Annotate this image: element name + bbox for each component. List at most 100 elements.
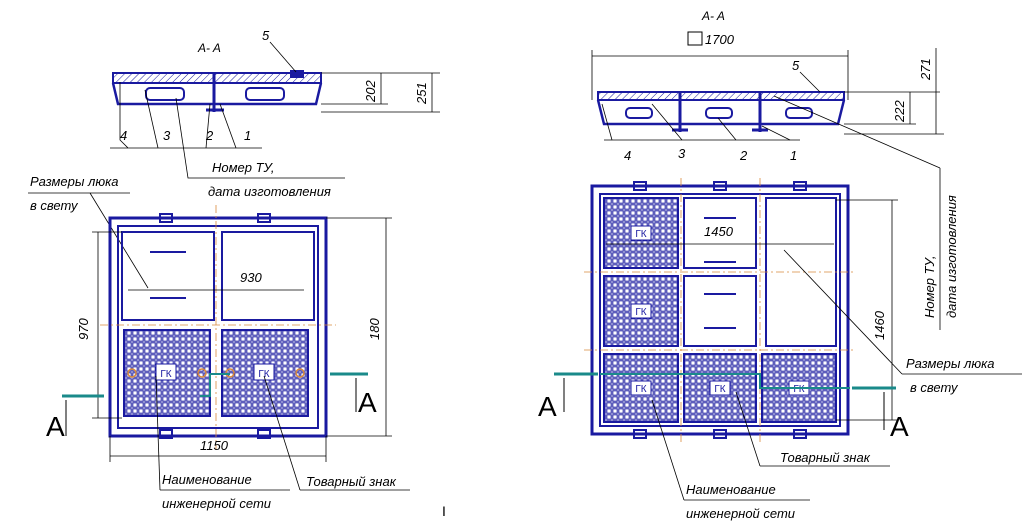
left-lug-top-1: [159, 213, 173, 223]
left-dim-970: 970: [76, 318, 91, 340]
right-mark-box-2: [630, 303, 652, 319]
right-square-size: 1700: [705, 32, 735, 47]
left-lug-bot-2: [257, 429, 271, 439]
right-leader-1: [761, 125, 791, 141]
left-leader-4: [119, 82, 129, 149]
left-leader-1: [219, 103, 237, 149]
right-callout-1: 1: [790, 148, 797, 163]
right-plan-view: ГК ГК ГК ГК ГК 1450 1460 Р: [538, 178, 1022, 521]
right-note-tu-2: дата изготовления: [944, 195, 959, 318]
left-leader-5: [269, 41, 297, 73]
left-grate-1-mark-box: [155, 363, 177, 381]
right-lug-top-2: [713, 181, 727, 191]
right-note-tu-1: Номер ТУ,: [922, 256, 937, 318]
right-lug-bot-2: [713, 429, 727, 439]
left-callout-5: 5: [262, 28, 270, 43]
right-section-top-plate: [597, 91, 845, 101]
right-section-title: A- A: [701, 9, 725, 23]
left-leader-2: [205, 103, 211, 149]
left-dim-930: 930: [240, 270, 262, 285]
left-cut-path: [200, 373, 230, 397]
right-dim-271: 271: [918, 58, 933, 81]
left-leader-3: [144, 89, 159, 149]
right-leader-3: [651, 103, 683, 141]
right-section-body: [596, 99, 846, 126]
right-mark-2: ГК: [635, 307, 646, 318]
left-section-mark-left: A: [46, 411, 65, 442]
left-dim-251: 251: [414, 82, 429, 105]
left-grate-2-mark-box: [253, 363, 275, 381]
right-note-net-1: Наименование: [686, 482, 776, 497]
right-cover-solid-1: [683, 197, 757, 269]
left-section-handle-1: [145, 87, 185, 101]
left-inner-frame: [117, 225, 319, 429]
right-mark-box-3: [630, 380, 652, 396]
roman-numeral: I: [442, 503, 446, 519]
right-mark-5: ГК: [793, 384, 804, 395]
right-note-clear-1: Размеры люка: [906, 356, 995, 371]
right-lug-bot-1: [633, 429, 647, 439]
left-section-body: [111, 82, 323, 106]
right-mark-box-4: [709, 380, 731, 396]
left-section-lug: [290, 70, 304, 78]
left-bolt-1: [127, 368, 137, 378]
right-section-handle-2: [705, 107, 733, 119]
left-plan-view: Размеры люка в свету ГК ГК 930: [28, 174, 410, 511]
left-dim-202: 202: [363, 80, 378, 103]
left-grate-1-mark: ГК: [160, 369, 171, 380]
right-mark-4: ГК: [714, 384, 725, 395]
right-marks: ГК ГК ГК ГК ГК: [630, 225, 810, 396]
right-note-net-2: инженерной сети: [686, 506, 795, 521]
right-leader-net: [651, 399, 685, 501]
right-callout-3: 3: [678, 146, 686, 161]
right-lug-top-1: [633, 181, 647, 191]
right-leader-tu: [773, 95, 941, 169]
right-mark-box-1: [630, 225, 652, 241]
left-lug-bot-1: [159, 429, 173, 439]
right-mark-1: ГК: [635, 229, 646, 240]
left-section-handle-2: [245, 87, 285, 101]
left-callout-2: 2: [205, 128, 214, 143]
right-callout-4: 4: [624, 148, 631, 163]
left-lug-top-2: [257, 213, 271, 223]
left-section-title: A- A: [197, 41, 221, 55]
left-note-net-1: Наименование: [162, 472, 252, 487]
left-leader-net: [155, 375, 161, 491]
right-square-symbol: [687, 31, 703, 46]
left-callout-1: 1: [244, 128, 251, 143]
right-section-view: A- A 1700 222 271 4 3 2 1 5 Н: [591, 9, 959, 330]
right-inner-frame: [599, 193, 841, 427]
left-note-trademark: Товарный знак: [306, 474, 397, 489]
right-lug-top-3: [793, 181, 807, 191]
left-outer-frame: [108, 216, 328, 438]
right-dim-1460: 1460: [872, 310, 887, 340]
left-note-clear-2: в свету: [30, 198, 79, 213]
left-note-tu-2: дата изготовления: [208, 184, 331, 199]
right-leader-clear: [783, 249, 903, 375]
right-leader-5: [799, 71, 821, 93]
left-bolt-2: [197, 368, 207, 378]
left-cover-solid-1: [121, 231, 215, 321]
left-note-tu-1: Номер ТУ,: [212, 160, 274, 175]
right-callout-2: 2: [739, 148, 748, 163]
right-section-handle-3: [785, 107, 813, 119]
left-grate-1: [123, 329, 211, 417]
right-lug-bot-3: [793, 429, 807, 439]
left-section-view: A- A 202 251 4 3 2 1 5 Номер ТУ, дата из…: [110, 28, 440, 199]
right-leader-trademark: [735, 391, 761, 467]
right-leader-2: [717, 117, 737, 141]
right-section-mark-right: A: [890, 411, 909, 442]
left-note-net-2: инженерной сети: [162, 496, 271, 511]
left-dim-180: 180: [367, 318, 382, 340]
left-callout-3: 3: [163, 128, 171, 143]
left-callout-4: 4: [120, 128, 127, 143]
left-dim-1150: 1150: [200, 438, 229, 453]
right-section-mark-left: A: [538, 391, 557, 422]
left-leader-tu: [175, 97, 345, 179]
left-leader-trademark: [263, 375, 301, 491]
right-note-clear-2: в свету: [910, 380, 959, 395]
right-cover-solid-2: [683, 275, 757, 347]
right-dim-1450: 1450: [704, 224, 734, 239]
right-cut-path: [600, 373, 850, 389]
